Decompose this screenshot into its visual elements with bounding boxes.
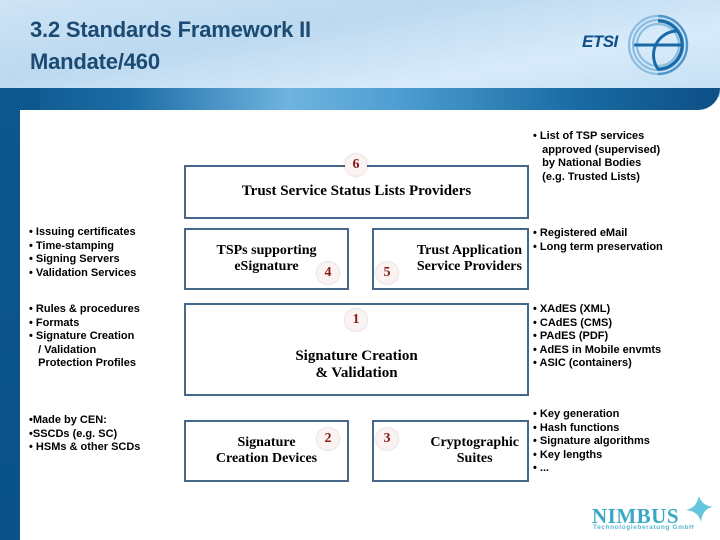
four-point-star-icon [686,496,713,522]
bullet-item: • Hash functions [533,421,620,434]
nimbus-logo: NIMBUS Technologieberatung GmbH [590,496,714,536]
etsi-swoosh-icon [627,14,689,76]
bullet-item: • HSMs & other SCDs [29,441,141,453]
bullets-tasp: • Registered eMail • Long term preservat… [533,227,663,254]
header-accent-band [0,88,720,110]
bullets-devices: •Made by CEN: •SSCDs (e.g. SC) • HSMs & … [29,414,140,455]
diagram-box-cryptographic-suites[interactable]: Cryptographic Suites [372,420,529,482]
bullets-tsp: • Issuing certificates • Time-stamping •… [29,226,136,280]
left-accent-rail [0,88,20,540]
diagram-badge-2: 2 [317,428,339,450]
bullet-item: • Key generation [533,408,620,420]
bullet-item: • Key lengths [533,448,603,461]
diagram-box-scd-label: Signature Creation Devices [215,434,318,466]
bullet-item: • Signature algorithms [533,435,650,447]
diagram-badge-3: 3 [376,428,398,450]
bullet-item: • ... [533,462,550,474]
bullet-item: • PAdES (PDF) [533,330,609,342]
diagram-badge-5: 5 [376,262,398,284]
bullet-item: • Signature Creation [29,330,135,342]
bullets-formats: • XAdES (XML) • CAdES (CMS) • PAdES (PDF… [533,303,661,371]
diagram-box-tssl-label: Trust Service Status Lists Providers [241,183,472,200]
bullet-item: • ASIC (containers) [533,357,632,369]
nimbus-tagline: Technologieberatung GmbH [593,524,695,531]
nimbus-wordmark: NIMBUS [592,504,680,528]
page-title: 3.2 Standards Framework II Mandate/460 [30,17,311,74]
bullet-item: •Made by CEN: [29,414,107,426]
bullet-item: • AdES in Mobile envmts [533,343,662,356]
bullet-item: Protection Profiles [29,357,136,369]
diagram-box-tsp-label: TSPs supporting eSignature [216,242,317,274]
bullet-item: • CAdES (CMS) [533,316,613,329]
bullet-item: •SSCDs (e.g. SC) [29,427,118,440]
bullet-item: by National Bodies [533,157,642,169]
diagram-badge-4: 4 [317,262,339,284]
bullets-tssl: • List of TSP services approved (supervi… [533,130,660,184]
diagram-box-crypto-label: Cryptographic Suites [430,434,519,466]
diagram-badge-1: 1 [345,309,367,331]
diagram-badge-6: 6 [345,154,367,176]
bullet-item: • Time-stamping [29,239,114,252]
bullet-item: approved (supervised) [533,143,661,156]
diagram-box-tasp[interactable]: Trust Application Service Providers [372,228,529,290]
bullet-item: (e.g. Trusted Lists) [533,170,640,183]
bullet-item: • XAdES (XML) [533,303,611,315]
bullet-item: • Formats [29,316,80,329]
etsi-wordmark: ETSI [582,32,618,51]
bullets-signature: • Rules & procedures • Formats • Signatu… [29,303,140,371]
slide-body: Trust Service Status Lists Providers 6 •… [20,110,720,540]
bullet-item: • Signing Servers [29,253,120,265]
bullet-item: • List of TSP services [533,130,645,142]
bullet-item: • Registered eMail [533,227,628,239]
bullets-crypto: • Key generation • Hash functions • Sign… [533,408,650,476]
slide-header: 3.2 Standards Framework II Mandate/460 E… [0,0,720,97]
bullet-item: / Validation [29,343,97,356]
diagram-box-signature-creation[interactable]: Signature Creation & Validation [184,303,529,396]
bullet-item: • Issuing certificates [29,226,136,238]
diagram-box-tasp-label: Trust Application Service Providers [416,242,522,274]
bullet-item: • Rules & procedures [29,303,140,315]
bullet-item: • Validation Services [29,266,137,279]
bullet-item: • Long term preservation [533,240,663,253]
etsi-logo: ETSI [580,12,712,78]
diagram-box-signature-creation-label: Signature Creation & Validation [295,347,418,381]
